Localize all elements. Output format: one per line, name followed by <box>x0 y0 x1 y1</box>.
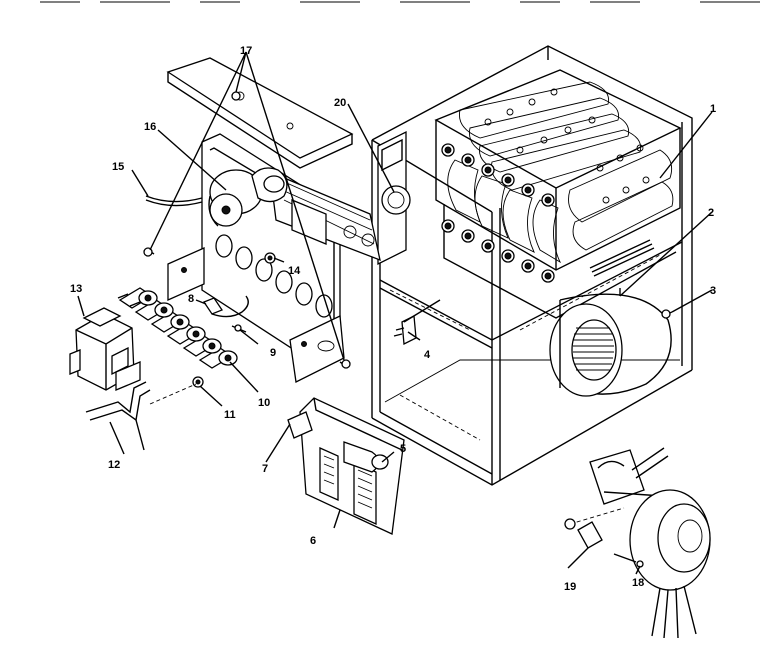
callout-numbers: 1 2 3 4 5 6 7 8 9 10 11 12 13 14 15 16 1… <box>70 45 716 593</box>
orifice <box>149 376 204 405</box>
callout-9: 9 <box>270 347 276 359</box>
callout-18: 18 <box>632 577 644 589</box>
inducer-motor <box>208 167 327 245</box>
rollout-switch-20 <box>377 130 411 266</box>
callout-16: 16 <box>144 121 156 133</box>
callout-5: 5 <box>400 443 406 455</box>
callout-4: 4 <box>424 349 431 361</box>
gas-pipe <box>85 381 151 451</box>
callout-13: 13 <box>70 283 82 295</box>
callout-7: 7 <box>262 463 268 475</box>
callout-1: 1 <box>710 103 716 115</box>
callout-11: 11 <box>224 409 236 421</box>
heat-exchanger <box>434 69 682 319</box>
callout-14: 14 <box>288 265 301 277</box>
gas-valve <box>69 307 141 391</box>
callout-17: 17 <box>240 45 252 57</box>
screw-14 <box>264 252 276 264</box>
callout-12: 12 <box>108 459 120 471</box>
leader-lines <box>77 51 713 575</box>
control-board-assembly <box>287 397 405 535</box>
callout-3: 3 <box>710 285 716 297</box>
igniter <box>203 295 249 333</box>
callout-6: 6 <box>310 535 316 547</box>
top-cover-plate <box>166 57 354 169</box>
callout-10: 10 <box>258 397 270 409</box>
callout-20: 20 <box>334 97 346 109</box>
callout-2: 2 <box>708 207 714 219</box>
burners <box>117 287 238 369</box>
screw-3 <box>661 309 673 319</box>
callout-8: 8 <box>188 293 194 305</box>
limit-switch <box>393 299 441 346</box>
blower-motor <box>564 447 711 639</box>
callout-19: 19 <box>564 581 576 593</box>
blower-assembly <box>549 288 672 397</box>
furnace-cabinet <box>371 45 693 486</box>
callout-15: 15 <box>112 161 124 173</box>
